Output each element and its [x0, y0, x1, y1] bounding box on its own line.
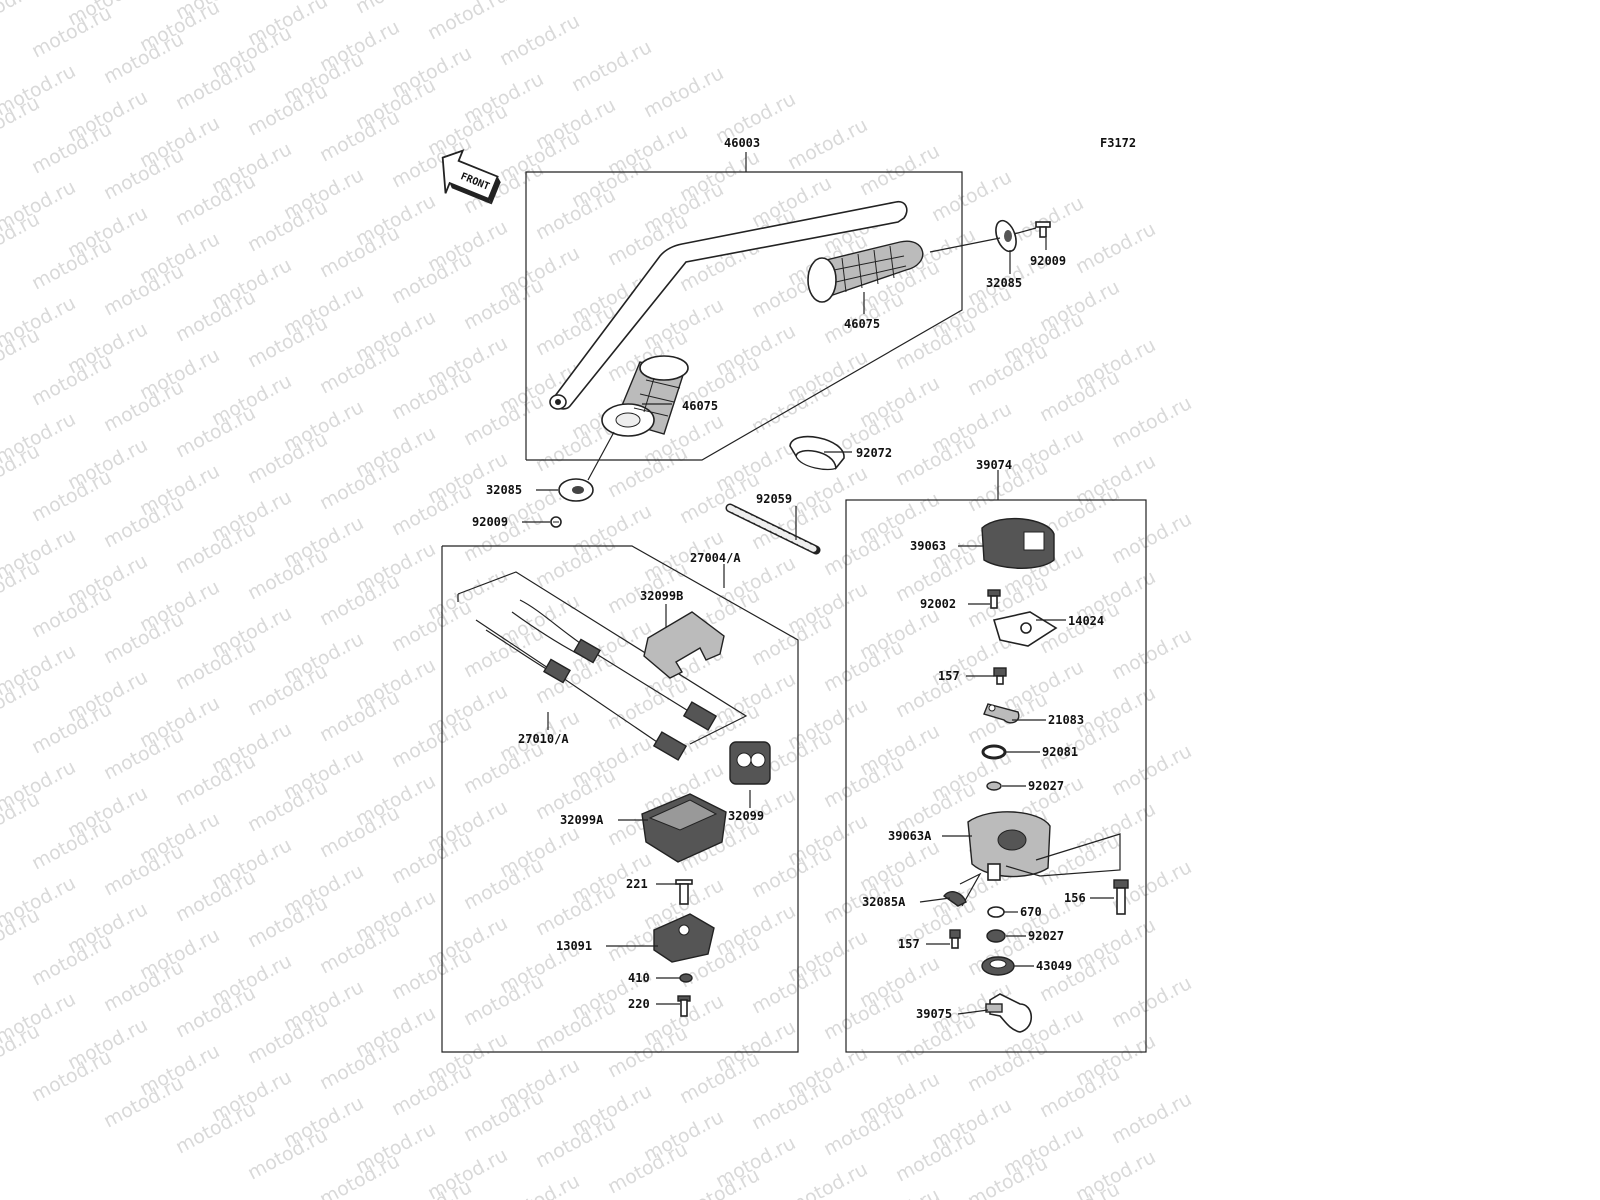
cable-tie-92059: [725, 503, 821, 555]
callout-39063A: 39063A: [888, 829, 932, 843]
oring-670-icon: [987, 906, 1005, 918]
washer-92027b-icon: [986, 929, 1006, 943]
callout-670: 670: [1020, 905, 1042, 919]
callout-32099: 32099: [728, 809, 764, 823]
watermark-text: motod.ru: [784, 114, 871, 174]
washer-92027a-icon: [986, 781, 1002, 791]
housing-cover-32099B: [643, 611, 725, 679]
callout-46003: 46003: [724, 136, 760, 150]
watermark-text: motod.ru: [784, 1158, 871, 1200]
callout-157-a: 157: [938, 669, 960, 683]
housing-32099: [729, 741, 771, 785]
spring-92081: [981, 744, 1007, 760]
throttle-housing-group-box: [845, 499, 1147, 1053]
callout-220: 220: [628, 997, 650, 1011]
leader-lines: [522, 152, 1114, 1015]
watermark-text: motod.ru: [1108, 972, 1195, 1032]
callout-21083: 21083: [1048, 713, 1084, 727]
callout-92002: 92002: [920, 597, 956, 611]
grip-end-cap-right: [995, 219, 1017, 253]
callout-39074: 39074: [976, 458, 1012, 472]
callout-32085A: 32085A: [862, 895, 906, 909]
callout-32085-right: 32085: [986, 276, 1022, 290]
callout-14024: 14024: [1068, 614, 1104, 628]
callout-27004: 27004/A: [690, 551, 741, 565]
screw-156-icon: [1113, 879, 1129, 915]
screw-left-icon: [550, 516, 562, 528]
throttle-group-box: [441, 545, 799, 1053]
screw-right-icon: [1035, 221, 1051, 238]
watermark-text: motod.ru: [1108, 508, 1195, 568]
watermark-text: motod.ru: [1108, 392, 1195, 452]
lever-32085A: [943, 891, 967, 907]
callout-32099A: 32099A: [560, 813, 604, 827]
watermark-text: motod.ru: [1108, 1088, 1195, 1148]
cover-39063: [981, 517, 1055, 569]
callout-92072: 92072: [856, 446, 892, 460]
washer-410-icon: [679, 973, 693, 983]
right-grip: [807, 240, 924, 303]
watermark-text: motod.ru: [496, 1170, 583, 1200]
seal-43049: [981, 956, 1015, 976]
callout-92059: 92059: [756, 492, 792, 506]
callout-46075-left: 46075: [682, 399, 718, 413]
lever-39075: [985, 993, 1033, 1033]
watermark-text: motod.ru: [0, 0, 43, 36]
callout-157-b: 157: [898, 937, 920, 951]
watermark-text: motod.ru: [928, 166, 1015, 226]
screw-221-icon: [675, 879, 693, 905]
watermark-text: motod.ru: [568, 36, 655, 96]
callout-32099B: 32099B: [640, 589, 683, 603]
callout-92009-right: 92009: [1030, 254, 1066, 268]
callout-39063: 39063: [910, 539, 946, 553]
callout-92081: 92081: [1042, 745, 1078, 759]
callout-156: 156: [1064, 891, 1086, 905]
callout-46075-right: 46075: [844, 317, 880, 331]
watermark-text: motod.ru: [496, 10, 583, 70]
screw-220-icon: [677, 995, 691, 1017]
front-arrow-icon: FRONT: [441, 149, 501, 205]
clamp-13091: [653, 913, 715, 963]
housing-39063A: [967, 811, 1051, 881]
callout-92027-b: 92027: [1028, 929, 1064, 943]
handlebar-group-box: [525, 171, 963, 461]
watermark-text: motod.ru: [856, 1184, 943, 1200]
callout-92009-left: 92009: [472, 515, 508, 529]
band-92072: [789, 435, 845, 471]
housing-32099A: [641, 793, 727, 863]
watermark-text: motod.ru: [352, 0, 439, 18]
bolt-157a-icon: [993, 667, 1007, 685]
callout-13091: 13091: [556, 939, 592, 953]
callout-labels: 46003 92009 32085 46075 46075 92072 3907…: [472, 136, 1104, 1021]
watermark-text: motod.ru: [424, 0, 511, 44]
callout-39075: 39075: [916, 1007, 952, 1021]
stopper-21083: [983, 703, 1020, 724]
cable-assembly-box: [457, 571, 748, 745]
watermark-text: motod.ru: [1072, 218, 1159, 278]
watermark-text: motod.ru: [1108, 740, 1195, 800]
callout-221: 221: [626, 877, 648, 891]
callout-27010: 27010/A: [518, 732, 569, 746]
bolt-157b-icon: [949, 929, 961, 949]
callout-410: 410: [628, 971, 650, 985]
grip-end-cap-left: [558, 478, 594, 502]
left-grip: [601, 355, 689, 437]
callout-92027-a: 92027: [1028, 779, 1064, 793]
handlebar: [549, 200, 908, 410]
throttle-cables: [475, 599, 718, 761]
screw-92002-icon: [987, 589, 1001, 609]
callout-32085-left: 32085: [486, 483, 522, 497]
watermark-text: motod.ru: [640, 62, 727, 122]
watermark-text: motod.ru: [1108, 624, 1195, 684]
callout-43049: 43049: [1036, 959, 1072, 973]
figure-code: F3172: [1100, 136, 1136, 150]
watermark-text: motod.ru: [856, 140, 943, 200]
